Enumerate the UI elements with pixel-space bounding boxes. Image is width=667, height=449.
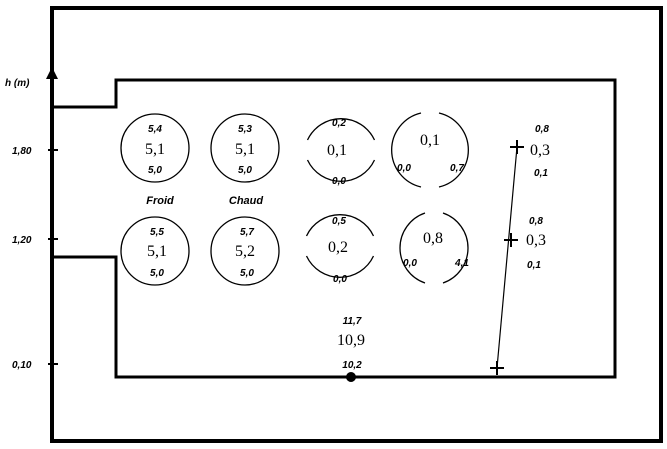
value-right: 0,7 xyxy=(450,163,464,174)
value-mid: 0,8 xyxy=(423,230,443,247)
sensor-circle xyxy=(120,216,190,286)
value-mid: 0,3 xyxy=(526,232,546,249)
axis-tick-label: 0,10 xyxy=(12,360,32,371)
value-top: 0,8 xyxy=(529,216,543,227)
axis-tick-label: 1,20 xyxy=(12,235,32,246)
value-left: 0,0 xyxy=(403,258,417,269)
axis-arrow-icon xyxy=(46,67,58,79)
value-mid: 5,1 xyxy=(147,243,167,260)
outer-frame xyxy=(50,6,663,443)
label-chaud: Chaud xyxy=(229,195,264,207)
value-bot: 0,1 xyxy=(534,168,548,179)
value-bot: 0,0 xyxy=(333,274,347,285)
value-top: 0,8 xyxy=(535,124,549,135)
split-circle-vertical xyxy=(399,212,469,284)
axis-tick-label: 1,80 xyxy=(12,146,32,157)
value-top: 11,7 xyxy=(343,316,362,327)
value-top: 0,2 xyxy=(332,118,346,129)
axis-label: h (m) xyxy=(5,78,30,89)
split-circle-vertical xyxy=(391,112,469,188)
sensor-circle xyxy=(210,216,280,286)
value-left: 0,0 xyxy=(397,163,411,174)
value-top: 5,5 xyxy=(150,227,164,238)
value-bot: 5,0 xyxy=(148,165,162,176)
room-outline xyxy=(52,78,617,379)
value-mid: 0,2 xyxy=(328,239,348,256)
value-right: 4,1 xyxy=(454,258,469,269)
value-top: 0,5 xyxy=(332,216,346,227)
value-mid: 10,9 xyxy=(337,332,365,349)
value-mid: 0,1 xyxy=(420,132,440,149)
value-bot: 5,0 xyxy=(150,268,164,279)
value-mid: 5,1 xyxy=(145,141,165,158)
split-circle-horizontal xyxy=(305,214,375,278)
cross-marker-icon xyxy=(490,361,504,375)
sensor-circle xyxy=(210,113,280,183)
value-bot: 0,0 xyxy=(332,176,346,187)
value-bot: 10,2 xyxy=(342,360,362,371)
value-mid: 0,1 xyxy=(327,142,347,159)
measure-line xyxy=(496,146,518,369)
split-circle-horizontal xyxy=(306,118,376,182)
value-bot: 5,0 xyxy=(240,268,254,279)
value-top: 5,7 xyxy=(240,227,254,238)
value-bot: 5,0 xyxy=(238,165,252,176)
value-top: 5,3 xyxy=(238,124,252,135)
label-froid: Froid xyxy=(146,195,174,207)
cross-marker-icon xyxy=(504,233,518,247)
value-mid: 0,3 xyxy=(530,142,550,159)
sensor-circle xyxy=(120,113,190,183)
value-mid: 5,2 xyxy=(235,243,255,260)
value-bot: 0,1 xyxy=(527,260,541,271)
floor-sensor-dot xyxy=(346,372,356,382)
cross-marker-icon xyxy=(510,140,524,154)
value-top: 5,4 xyxy=(148,124,162,135)
value-mid: 5,1 xyxy=(235,141,255,158)
